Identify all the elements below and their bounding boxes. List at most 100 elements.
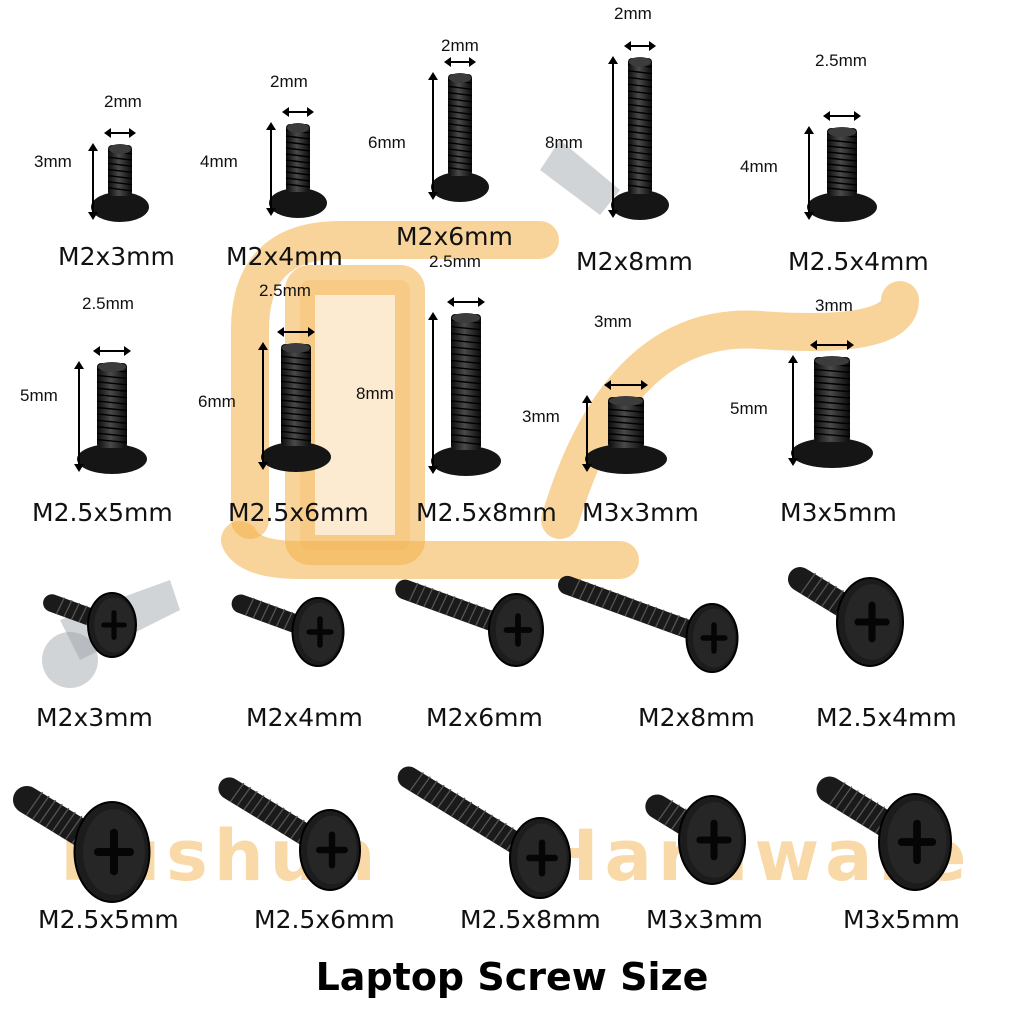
arrowhead [447,297,454,307]
arrowhead [649,41,656,51]
screw-thread [96,426,128,431]
screw-thread [447,167,473,172]
width-dimension: 2mm [614,4,652,23]
screw-thread [267,606,278,625]
arrowhead [307,107,314,117]
screw-tip [452,313,480,323]
screw-thread [408,582,419,602]
screw-thread [445,596,456,616]
screw-side-view [266,107,327,218]
screw-thread [280,399,312,404]
screw-thread [826,139,858,144]
screw-thread [438,593,449,613]
screw-thread [276,811,292,831]
screw-thread [244,597,255,616]
screw-thread [616,595,627,614]
screw-head [791,438,873,468]
screw-shaft [827,128,857,196]
screw-thread [249,795,265,815]
screw-thread [813,407,851,412]
screw-angled-view [557,575,739,673]
screw-thread [280,418,312,423]
phillips-cross-icon [854,601,890,643]
screw-thread [813,426,851,431]
screw-thread [627,144,653,149]
screw-thread [252,600,263,619]
length-dimension: 8mm [545,133,583,152]
screw-thread [627,164,653,169]
width-dimension: 2mm [104,92,142,111]
screw-thread [55,597,65,615]
screw-side-view [258,327,331,472]
screw-thread [450,346,482,351]
screw-thread [627,110,653,115]
screw-thread [813,394,851,399]
screw-thread [607,420,645,426]
screw-angled-view [395,579,544,667]
screw-thread [627,123,653,129]
arrowhead [469,57,476,67]
arrowhead [604,380,611,390]
screw-label: M2x4mm [246,703,363,732]
screw-thread [285,147,311,152]
screw-angled-view [645,794,746,885]
screw-label: M2.5x5mm [38,905,179,934]
screw-label: M2.5x8mm [460,905,601,934]
screw-thread [627,137,653,142]
screw-thread [290,819,305,840]
screw-thread [430,784,445,805]
screw-thread [447,116,473,122]
arrowhead [266,208,276,216]
width-dimension: 3mm [815,296,853,315]
screw-thread [236,786,252,807]
screw-angled-view [218,777,361,891]
screw-angled-view [816,776,952,891]
screw-head [807,192,877,222]
screw-thread [578,581,589,600]
screw-thread [285,171,311,176]
screw-thread [447,91,473,97]
screw-thread [627,150,653,156]
screw-thread [96,381,128,386]
screw-thread [657,800,674,822]
screw-thread [280,361,312,367]
phillips-cross-icon [316,831,348,869]
screw-thread [450,797,466,817]
screw-thread [280,405,312,411]
screw-thread [283,815,299,836]
screw-thread [848,794,866,818]
screw-thread [443,793,459,813]
screw-thread [447,148,473,153]
arrowhead [804,212,814,220]
screw-head [585,444,667,474]
screw-label: M2x3mm [58,242,175,271]
screw-thread [499,827,514,847]
arrowhead [282,107,289,117]
screw-angled-view [231,594,345,667]
screw-thread [260,603,270,622]
screw-tip [109,144,131,154]
screw-thread [475,606,486,627]
arrowhead [641,380,648,390]
screw-head [261,442,331,472]
arrowhead [277,327,284,337]
screw-thread [654,609,665,628]
arrowhead [788,355,798,363]
screw-thread [450,326,482,331]
phillips-cross-icon [700,622,728,654]
screw-thread [813,400,851,406]
screw-thread [826,187,858,192]
screw-tip [282,343,310,353]
screw-side-view [788,340,873,468]
screw-thread [807,577,823,599]
screw-thread [70,602,81,620]
screw-thread [450,339,482,344]
screw-thread [607,439,645,444]
width-dimension: 2.5mm [82,294,134,313]
screw-tip [828,127,856,137]
arrowhead [258,462,268,470]
screw-thread [821,585,837,607]
screw-side-view [88,128,149,222]
arrowhead [810,340,817,350]
